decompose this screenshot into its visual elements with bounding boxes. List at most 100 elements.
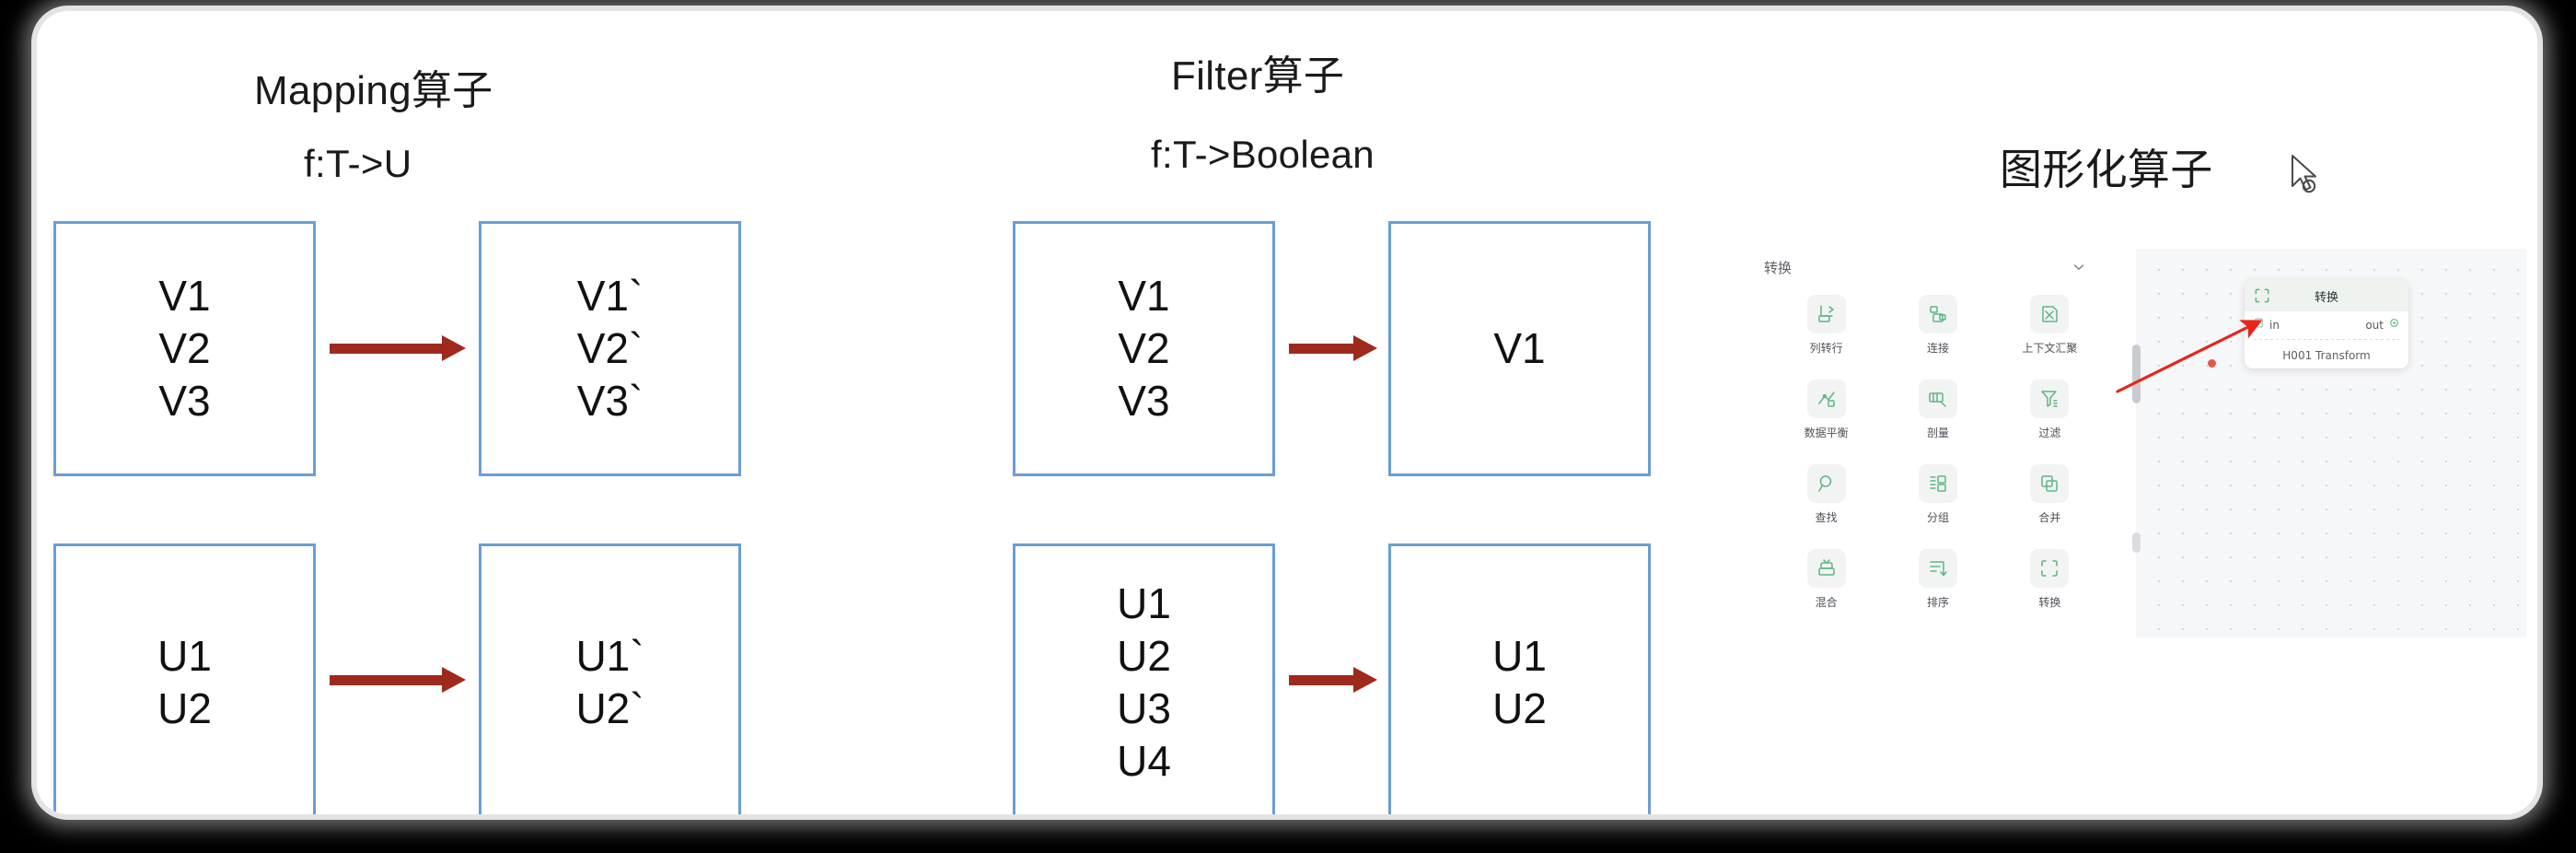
palette-item-label: 过滤 — [2038, 426, 2061, 439]
palette-item-filter[interactable]: 过滤 — [2001, 380, 2099, 440]
palette-item-label: 转换 — [2038, 596, 2061, 609]
palette-item-search[interactable]: 查找 — [1777, 464, 1875, 525]
palette-item-label: 上下文汇聚 — [2022, 342, 2078, 355]
palette-item-label: 排序 — [1926, 596, 1949, 609]
box-line: V3 — [158, 377, 211, 426]
box-line: U3 — [1117, 684, 1171, 732]
palette-section-header[interactable]: 转换 — [1764, 256, 2086, 280]
chevron-down-icon[interactable] — [2071, 260, 2086, 275]
palette-item-label: 连接 — [1926, 342, 1949, 355]
arrow-shaft — [330, 675, 442, 685]
node-divider — [2254, 339, 2399, 340]
box-line: V1 — [1118, 271, 1170, 320]
filter-signature: f:T->Boolean — [1151, 133, 1375, 176]
palette-item-context-aggregate[interactable]: 上下文汇聚 — [2001, 295, 2099, 356]
filter-row2-arrow — [1289, 667, 1377, 693]
node-subtitle: H001 Transform — [2282, 349, 2371, 362]
filter-row2-source-box: U1 U2 U3 U4 — [1013, 543, 1275, 814]
palette-item-label: 列转行 — [1809, 342, 1843, 355]
palette-item-label: 分组 — [1926, 511, 1949, 524]
palette-item-label: 混合 — [1815, 596, 1838, 609]
context-aggregate-icon — [2030, 295, 2070, 333]
canvas-scrollbar-track[interactable] — [2132, 532, 2141, 553]
arrow-head — [442, 667, 466, 693]
arrow-head — [1353, 667, 1377, 693]
filter-row1-arrow — [1289, 335, 1377, 361]
box-line: U4 — [1117, 737, 1171, 786]
palette-item-sort[interactable]: 排序 — [1888, 549, 1987, 610]
palette-item-label: 查找 — [1815, 511, 1838, 524]
measure-icon — [1918, 380, 1957, 418]
box-line: V2 — [1118, 323, 1170, 372]
box-line: V3 — [1118, 377, 1170, 426]
box-line: V2 — [158, 323, 211, 372]
canvas-scrollbar-handle[interactable] — [2132, 345, 2141, 403]
box-line: U1 — [157, 631, 212, 680]
arrow-cursor-busy-icon — [2287, 153, 2327, 201]
node-ports: in out — [2245, 311, 2408, 339]
node-title: 转换 — [2314, 290, 2338, 305]
box-line: U2 — [1492, 684, 1547, 732]
box-line: U1 — [1117, 578, 1171, 627]
palette-item-column-to-row[interactable]: 列转行 — [1777, 295, 1875, 356]
box-line: U1 — [1492, 631, 1547, 680]
mapping-row1-source-box: V1 V2 V3 — [53, 221, 316, 476]
sort-icon — [1918, 549, 1957, 588]
transform-icon — [2030, 549, 2070, 588]
column-to-row-icon — [1806, 295, 1846, 333]
palette-item-measure[interactable]: 剖量 — [1888, 380, 1987, 440]
operator-palette-panel: 转换 — [1720, 241, 2136, 637]
filter-row2-target-box: U1 U2 — [1388, 543, 1651, 814]
box-line: V3` — [576, 377, 644, 426]
mapping-row1-target-box: V1` V2` V3` — [479, 221, 741, 476]
filter-row1-source-box: V1 V2 V3 — [1013, 221, 1275, 476]
palette-item-transform[interactable]: 转换 — [2001, 549, 2099, 610]
embedded-app-screenshot: 转换 — [1720, 241, 2526, 637]
join-icon — [1918, 295, 1957, 333]
box-line: V1 — [1493, 323, 1546, 372]
in-port-label: in — [2269, 319, 2280, 332]
transform-icon — [2253, 286, 2271, 305]
operator-palette-grid: 列转行 连接 — [1777, 295, 2099, 610]
search-icon — [1806, 464, 1846, 503]
data-balance-icon — [1806, 380, 1846, 418]
node-out-port[interactable]: out — [2365, 317, 2400, 333]
palette-item-label: 剖量 — [1926, 426, 1949, 439]
mapping-row2-arrow — [330, 667, 466, 693]
slide-stage: Mapping算子 f:T->U Filter算子 f:T->Boolean 图… — [37, 11, 2537, 814]
out-port-label: out — [2365, 319, 2384, 332]
mapping-row2-target-box: U1` U2` — [479, 543, 741, 814]
mapping-title: Mapping算子 — [254, 68, 493, 113]
slide-card: Mapping算子 f:T->U Filter算子 f:T->Boolean 图… — [37, 11, 2537, 814]
box-line: V1` — [576, 271, 644, 320]
palette-item-merge[interactable]: 合并 — [2001, 464, 2099, 525]
palette-item-data-balance[interactable]: 数据平衡 — [1777, 380, 1875, 440]
mapping-signature: f:T->U — [304, 142, 412, 185]
box-line: U2` — [575, 684, 644, 732]
arrow-head — [1353, 335, 1377, 361]
box-line: V1 — [158, 271, 211, 320]
in-port-icon — [2253, 317, 2265, 333]
flow-node-transform[interactable]: 转换 in out — [2245, 280, 2408, 368]
node-in-port[interactable]: in — [2253, 317, 2280, 333]
palette-item-blend[interactable]: 混合 — [1777, 549, 1875, 610]
merge-icon — [2030, 464, 2070, 503]
palette-section-label: 转换 — [1764, 260, 1793, 276]
palette-item-label: 合并 — [2038, 511, 2061, 524]
box-line: U2 — [157, 684, 212, 732]
filter-row1-target-box: V1 — [1388, 221, 1651, 476]
node-header: 转换 — [2245, 280, 2408, 311]
arrow-shaft — [1289, 344, 1353, 354]
group-icon — [1918, 464, 1957, 503]
arrow-shaft — [1289, 675, 1353, 685]
flow-canvas[interactable] — [2136, 249, 2526, 637]
palette-item-group[interactable]: 分组 — [1888, 464, 1987, 525]
palette-item-join[interactable]: 连接 — [1888, 295, 1987, 356]
canvas-marker-dot — [2208, 359, 2216, 368]
mapping-row1-arrow — [330, 335, 466, 361]
mapping-row2-source-box: U1 U2 — [53, 543, 316, 814]
box-line: V2` — [576, 323, 644, 372]
slide-card-inner: Mapping算子 f:T->U Filter算子 f:T->Boolean 图… — [37, 11, 2537, 814]
filter-title: Filter算子 — [1171, 53, 1345, 99]
